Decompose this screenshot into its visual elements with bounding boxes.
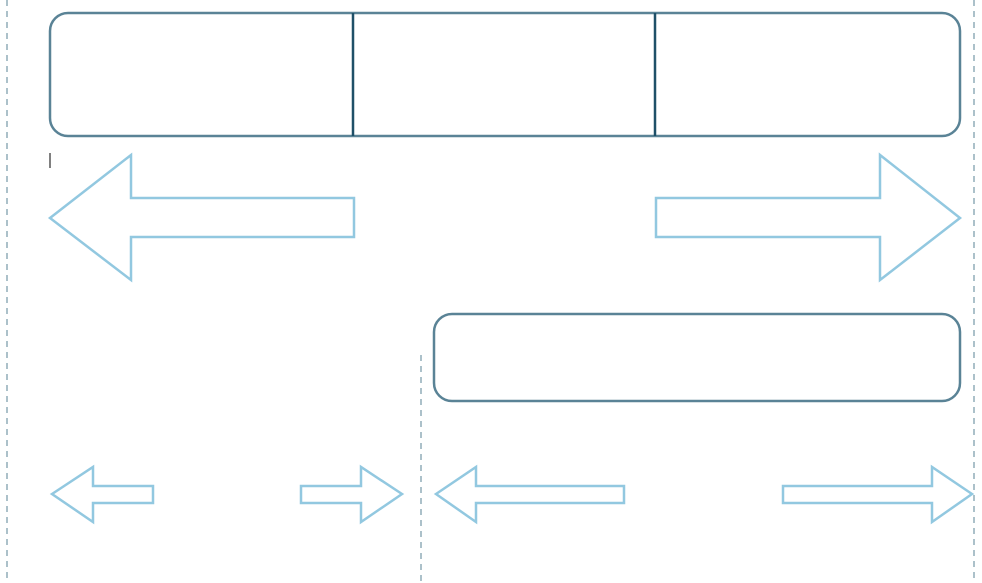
top-segmented-box [48,11,962,138]
arrow-left-small-2 [433,464,626,525]
lower-right-box [432,312,962,403]
top-box-frame [48,11,962,138]
arrow-right-small-1 [299,464,405,525]
arrow-right-large [654,152,963,283]
arrow-left-large [47,152,356,283]
arrow-right-small-2 [781,464,975,525]
arrow-left-small-1 [49,464,155,525]
